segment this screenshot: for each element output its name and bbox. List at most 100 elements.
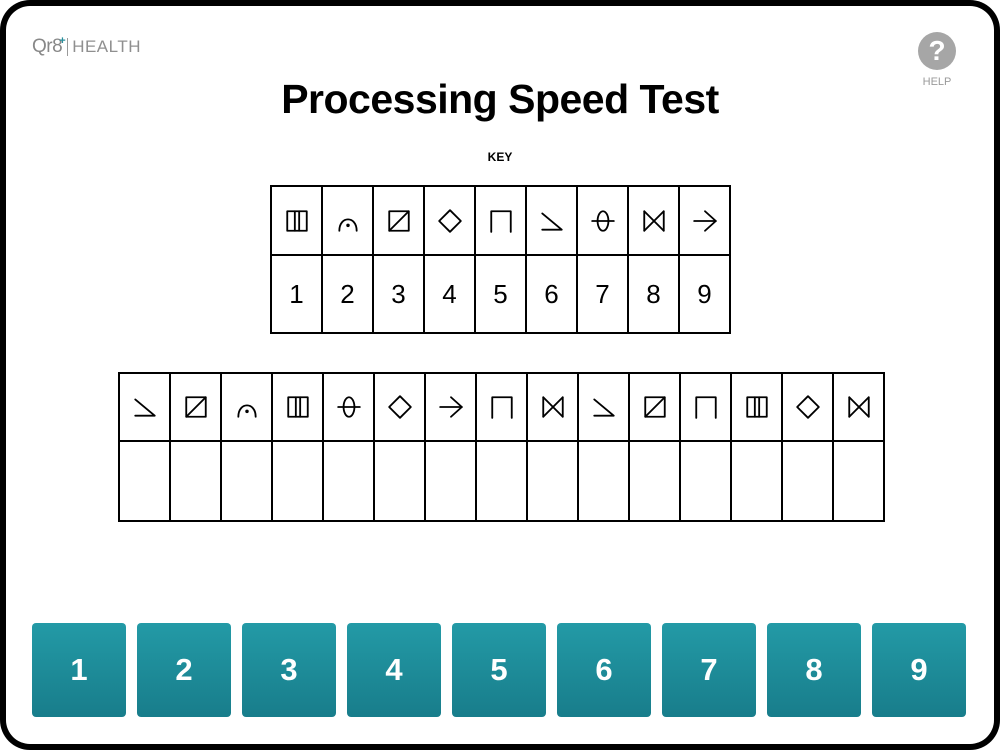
key-digit-cell: 6 — [525, 254, 578, 334]
bowtie-box-icon — [541, 396, 564, 418]
key-symbol-row — [270, 185, 731, 256]
angle-icon — [133, 398, 156, 417]
key-symbol-cell — [627, 185, 680, 256]
number-button-1[interactable]: 1 — [32, 623, 126, 717]
help-button[interactable]: ? HELP — [915, 32, 959, 88]
key-symbol-cell — [423, 185, 476, 256]
key-digit-cell: 7 — [576, 254, 629, 334]
arch-dot-icon — [337, 217, 358, 232]
arch-dot-icon — [236, 404, 257, 418]
arrow-icon — [692, 209, 717, 232]
test-symbol-cell — [424, 372, 477, 442]
key-symbol-cell — [270, 185, 323, 256]
test-answer-cell[interactable] — [220, 440, 273, 522]
key-symbol-cell — [474, 185, 527, 256]
number-button-9[interactable]: 9 — [872, 623, 966, 717]
bowtie-box-icon — [642, 209, 665, 232]
test-symbol-cell — [832, 372, 885, 442]
test-answer-cell[interactable] — [577, 440, 630, 522]
test-symbol-cell — [526, 372, 579, 442]
theta-oval-icon — [590, 209, 615, 232]
test-answer-row — [118, 440, 885, 522]
test-table — [118, 372, 885, 522]
number-button-6[interactable]: 6 — [557, 623, 651, 717]
key-symbol-cell — [372, 185, 425, 256]
split-box-icon — [285, 209, 308, 232]
test-answer-cell[interactable] — [628, 440, 681, 522]
open-gate-icon — [489, 209, 512, 233]
screen: Qr8+ HEALTH ? HELP Processing Speed Test… — [6, 6, 994, 744]
test-answer-cell[interactable] — [832, 440, 885, 522]
test-symbol-cell — [271, 372, 324, 442]
number-button-7[interactable]: 7 — [662, 623, 756, 717]
split-box-icon — [745, 396, 768, 418]
key-symbol-cell — [321, 185, 374, 256]
open-gate-icon — [490, 396, 513, 419]
diamond-icon — [437, 208, 462, 233]
key-digit-cell: 9 — [678, 254, 731, 334]
test-symbol-cell — [373, 372, 426, 442]
key-digit-cell: 1 — [270, 254, 323, 334]
test-answer-cell[interactable] — [271, 440, 324, 522]
test-symbol-cell — [577, 372, 630, 442]
arrow-icon — [438, 396, 463, 418]
test-symbol-cell — [118, 372, 171, 442]
key-digit-cell: 4 — [423, 254, 476, 334]
logo-plus-icon: + — [59, 35, 66, 47]
angle-icon — [540, 211, 563, 231]
test-answer-cell[interactable] — [424, 440, 477, 522]
diamond-icon — [795, 395, 820, 419]
key-digit-cell: 3 — [372, 254, 425, 334]
test-symbol-cell — [628, 372, 681, 442]
brand-logo: Qr8+ HEALTH — [32, 35, 141, 57]
test-answer-cell[interactable] — [730, 440, 783, 522]
logo-divider — [67, 38, 69, 56]
logo-mark: Qr8+ — [32, 35, 66, 57]
diamond-icon — [387, 395, 412, 419]
slashed-box-icon — [643, 396, 666, 418]
number-button-8[interactable]: 8 — [767, 623, 861, 717]
test-answer-cell[interactable] — [475, 440, 528, 522]
key-symbol-cell — [576, 185, 629, 256]
key-digit-cell: 2 — [321, 254, 374, 334]
help-icon[interactable]: ? — [918, 32, 956, 70]
test-answer-cell[interactable] — [118, 440, 171, 522]
test-symbol-cell — [322, 372, 375, 442]
help-label: HELP — [922, 76, 952, 88]
key-symbol-cell — [678, 185, 731, 256]
test-symbol-cell — [730, 372, 783, 442]
key-symbol-cell — [525, 185, 578, 256]
test-answer-cell[interactable] — [679, 440, 732, 522]
key-label: KEY — [487, 150, 513, 164]
test-symbol-cell — [475, 372, 528, 442]
key-digit-cell: 8 — [627, 254, 680, 334]
slashed-box-icon — [387, 209, 410, 232]
split-box-icon — [286, 396, 309, 418]
logo-health-text: HEALTH — [72, 37, 141, 56]
open-gate-icon — [694, 396, 717, 419]
number-button-5[interactable]: 5 — [452, 623, 546, 717]
test-symbol-cell — [220, 372, 273, 442]
theta-oval-icon — [336, 396, 361, 418]
test-symbol-row — [118, 372, 885, 442]
slashed-box-icon — [184, 396, 207, 418]
key-digit-cell: 5 — [474, 254, 527, 334]
test-answer-cell[interactable] — [526, 440, 579, 522]
number-button-4[interactable]: 4 — [347, 623, 441, 717]
number-button-3[interactable]: 3 — [242, 623, 336, 717]
angle-icon — [592, 398, 615, 417]
bowtie-box-icon — [847, 396, 870, 418]
test-symbol-cell — [679, 372, 732, 442]
test-symbol-cell — [169, 372, 222, 442]
test-symbol-cell — [781, 372, 834, 442]
test-answer-cell[interactable] — [373, 440, 426, 522]
test-answer-cell[interactable] — [322, 440, 375, 522]
number-button-2[interactable]: 2 — [137, 623, 231, 717]
test-answer-cell[interactable] — [781, 440, 834, 522]
test-answer-cell[interactable] — [169, 440, 222, 522]
page-title: Processing Speed Test — [281, 76, 719, 122]
